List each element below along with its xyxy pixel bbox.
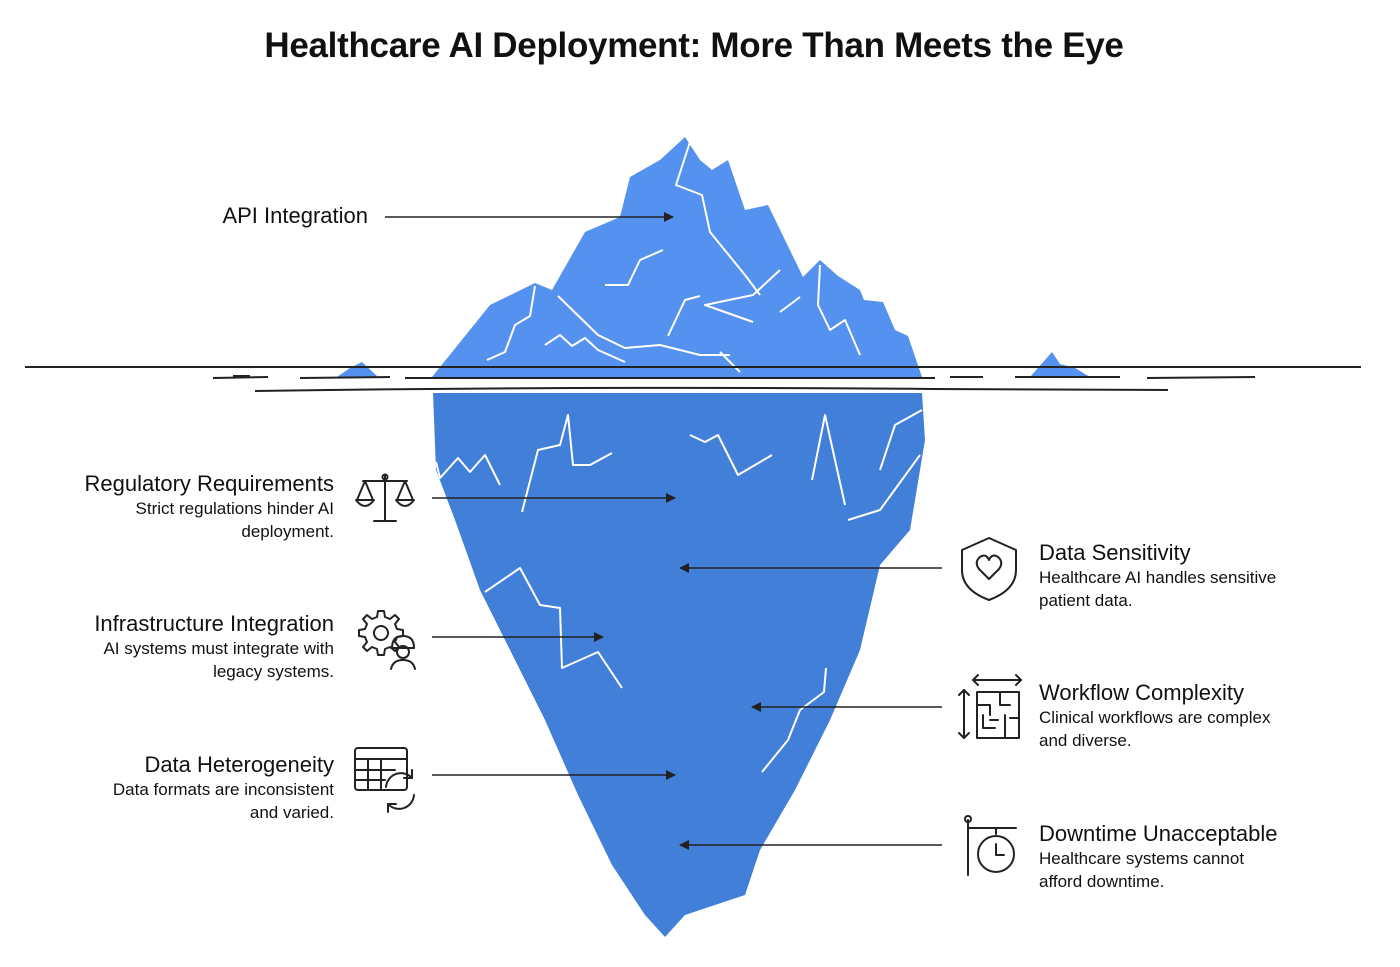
- label-desc: Healthcare AI handles sensitive: [1039, 568, 1277, 587]
- maze-icon: [958, 674, 1022, 739]
- label-data-sensitivity: Data Sensitivity Healthcare AI handles s…: [1039, 540, 1369, 612]
- label-title: Infrastructure Integration: [94, 611, 334, 636]
- label-title: Data Heterogeneity: [144, 752, 334, 777]
- label-title: API Integration: [222, 203, 368, 228]
- label-regulatory-requirements: Regulatory Requirements Strict regulatio…: [30, 471, 334, 543]
- ice-chunk-right: [1030, 352, 1090, 377]
- label-desc: legacy systems.: [213, 662, 334, 681]
- clock-sign-icon: [964, 815, 1017, 876]
- table-sync-icon: [354, 747, 415, 813]
- label-desc: AI systems must integrate with: [103, 639, 334, 658]
- label-desc: Healthcare systems cannot: [1039, 849, 1245, 868]
- label-api-integration: API Integration: [140, 203, 368, 229]
- label-title: Workflow Complexity: [1039, 680, 1244, 705]
- label-desc: Clinical workflows are complex: [1039, 708, 1271, 727]
- label-desc: deployment.: [241, 522, 334, 541]
- label-desc: afford downtime.: [1039, 872, 1165, 891]
- label-desc: Strict regulations hinder AI: [135, 499, 334, 518]
- scales-icon: [355, 473, 415, 522]
- label-workflow-complexity: Workflow Complexity Clinical workflows a…: [1039, 680, 1369, 752]
- label-infrastructure-integration: Infrastructure Integration AI systems mu…: [30, 611, 334, 683]
- water-surface: [25, 366, 1361, 392]
- label-downtime-unacceptable: Downtime Unacceptable Healthcare systems…: [1039, 821, 1369, 893]
- gear-worker-icon: [358, 610, 416, 670]
- iceberg-top: [432, 137, 922, 377]
- label-desc: and diverse.: [1039, 731, 1132, 750]
- label-title: Downtime Unacceptable: [1039, 821, 1278, 846]
- label-desc: patient data.: [1039, 591, 1133, 610]
- label-data-heterogeneity: Data Heterogeneity Data formats are inco…: [30, 752, 334, 824]
- label-title: Data Sensitivity: [1039, 540, 1191, 565]
- label-desc: and varied.: [249, 803, 334, 822]
- shield-heart-icon: [961, 537, 1017, 601]
- label-title: Regulatory Requirements: [84, 471, 334, 496]
- ice-chunk-left: [337, 362, 378, 377]
- ice-cracks-top: [486, 141, 861, 373]
- iceberg-bottom: [433, 393, 925, 937]
- label-desc: Data formats are inconsistent: [112, 780, 334, 799]
- page-title: Healthcare AI Deployment: More Than Meet…: [264, 26, 1124, 65]
- ice-cracks-bottom: [435, 409, 923, 773]
